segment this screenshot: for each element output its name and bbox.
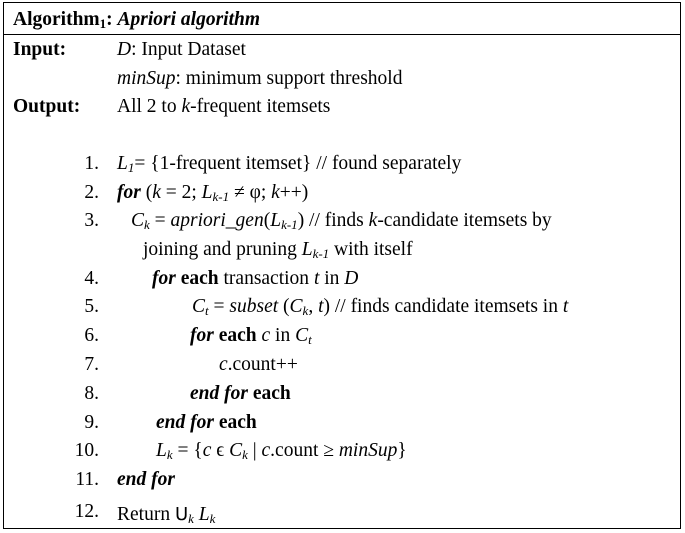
step-number: 11.: [75, 469, 99, 490]
step-12-text: Return Uk Lk: [117, 504, 216, 526]
step-number: 4.: [84, 268, 99, 289]
step-9-text: end for each: [156, 412, 257, 433]
step-number: 10.: [74, 440, 99, 461]
step-4-text: for each transaction t in D: [152, 268, 359, 289]
algorithm-title: Algorithm1: Apriori algorithm: [13, 9, 261, 31]
step-3-text: Ck = apriori_gen(Lk-1) // finds k-candid…: [131, 210, 552, 232]
input-dataset: D: Input Dataset: [117, 39, 246, 60]
step-number: 2.: [84, 182, 99, 203]
input-minsup: minSup: minimum support threshold: [117, 68, 403, 89]
step-number: 8.: [84, 383, 99, 404]
step-10-text: Lk = {c ϵ Ck | c.count ≥ minSup}: [156, 440, 407, 462]
step-11-text: end for: [117, 469, 175, 490]
step-8-text: end for each: [190, 383, 291, 404]
step-2-text: for (k = 2; Lk-1 ≠ φ; k++): [117, 182, 309, 204]
step-1-text: L1= {1-frequent itemset} // found separa…: [117, 153, 462, 175]
algorithm-title-bar: Algorithm1: Apriori algorithm: [4, 3, 680, 35]
step-3-continuation: joining and pruning Lk-1 with itself: [143, 239, 413, 261]
step-7-text: c.count++: [219, 354, 298, 375]
step-number: 5.: [84, 296, 99, 317]
step-5-text: Ct = subset (Ck, t) // finds candidate i…: [192, 296, 569, 318]
algorithm-box: Algorithm1: Apriori algorithm Input: D: …: [3, 2, 681, 529]
output-description: All 2 to k-frequent itemsets: [117, 96, 331, 117]
step-number: 1.: [84, 153, 99, 174]
step-number: 3.: [84, 210, 99, 231]
step-number: 12.: [74, 501, 99, 522]
step-6-text: for each c in Ct: [190, 325, 312, 347]
input-label: Input:: [13, 39, 67, 60]
step-number: 9.: [84, 412, 99, 433]
step-number: 7.: [84, 354, 99, 375]
step-number: 6.: [84, 325, 99, 346]
output-label: Output:: [13, 96, 81, 117]
